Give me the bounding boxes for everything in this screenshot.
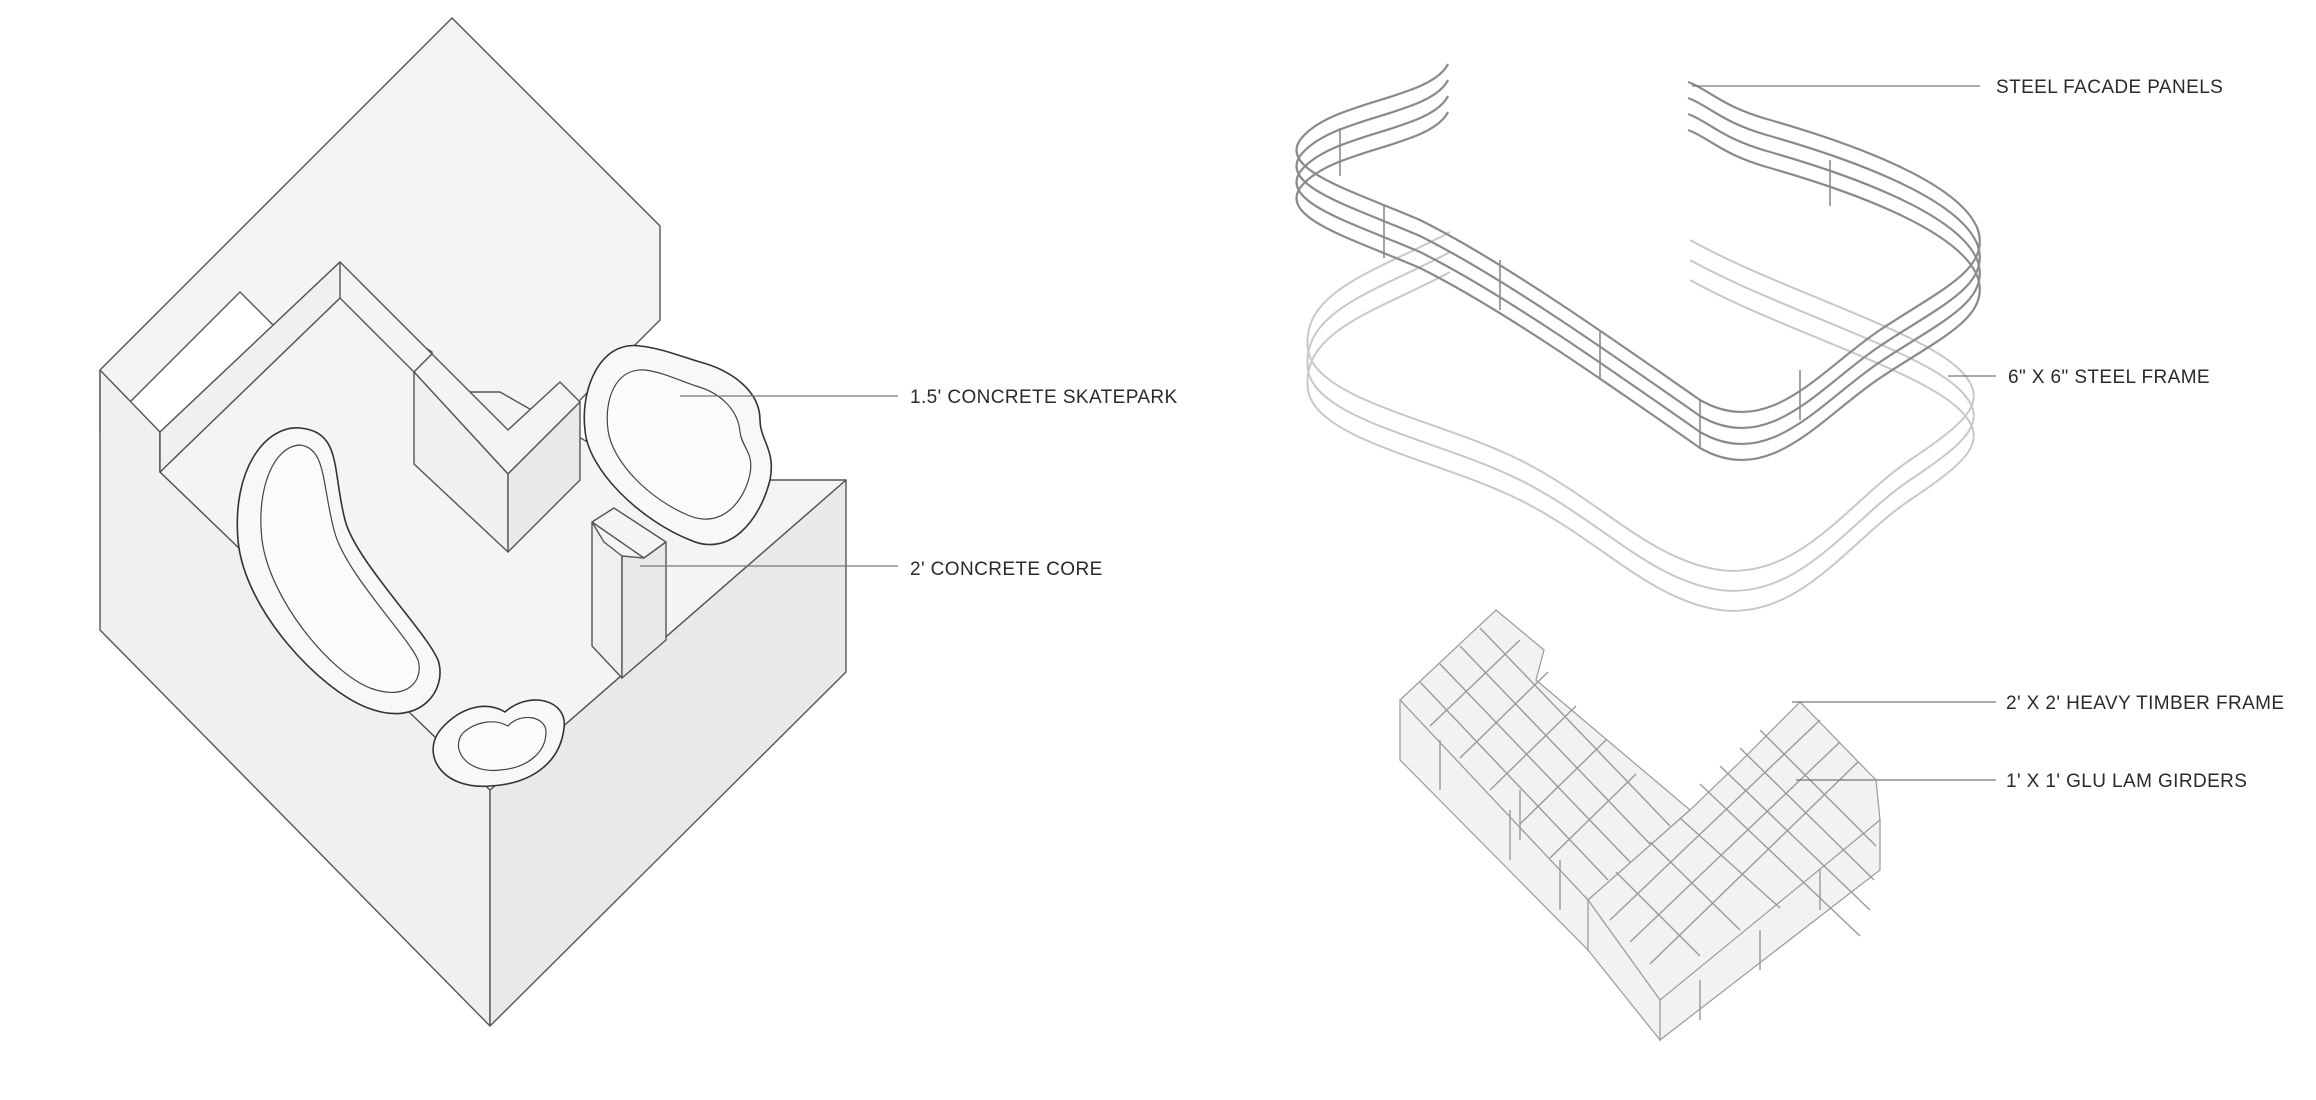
facade-ribbon-1 — [1295, 63, 1981, 413]
label-glulam-girders: 1' X 1' GLU LAM GIRDERS — [2006, 771, 2248, 792]
timber-posts — [1439, 740, 1821, 1020]
timber-grid — [1419, 627, 1877, 965]
label-steel-facade-panels: STEEL FACADE PANELS — [1996, 77, 2224, 98]
inner-wall-face — [159, 261, 341, 473]
timber-frame — [1399, 609, 1881, 1042]
facade-ribbon-2 — [1295, 79, 1981, 429]
skate-bowl-long-inner — [260, 444, 420, 693]
label-heavy-timber-frame: 2' X 2' HEAVY TIMBER FRAME — [2006, 693, 2285, 714]
steel-frame-ribbon-2 — [1306, 251, 1975, 592]
central-block-right — [507, 401, 581, 553]
steel-frame-ribbon-3 — [1306, 271, 1975, 612]
steel-frame-ribbon-1 — [1306, 231, 1975, 572]
skate-bowl-square-inner — [606, 369, 752, 520]
label-concrete-skatepark: 1.5' CONCRETE SKATEPARK — [910, 387, 1178, 408]
timber-right-face — [1659, 818, 1881, 1042]
concrete-core-right — [621, 541, 667, 679]
facade-ribbon-3 — [1295, 95, 1981, 445]
label-concrete-core: 2' CONCRETE CORE — [910, 559, 1103, 580]
facade-ribbon-4 — [1295, 111, 1981, 461]
site-massing — [99, 17, 847, 1027]
label-steel-frame: 6" X 6" STEEL FRAME — [2008, 367, 2210, 388]
steel-facade — [1295, 63, 1981, 612]
skate-bowl-kidney-inner — [457, 716, 547, 772]
